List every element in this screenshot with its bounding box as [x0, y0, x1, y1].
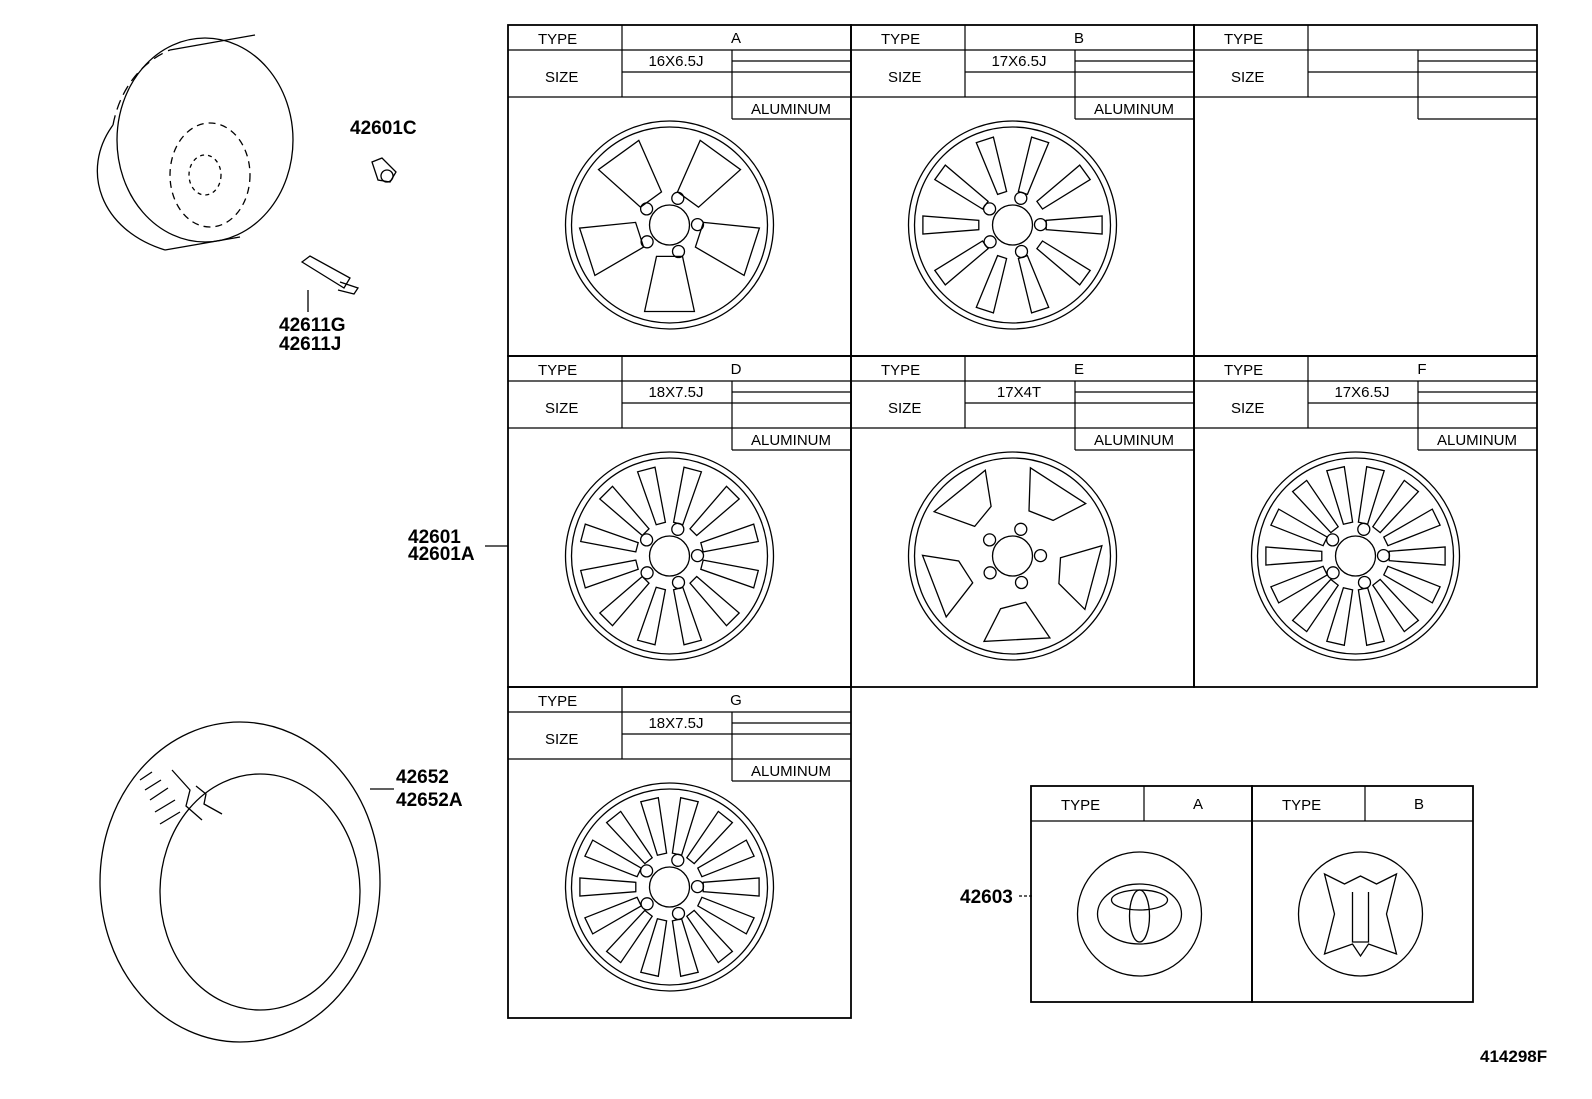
wheel-material-value: ALUMINUM	[1437, 432, 1517, 449]
type-label: TYPE	[1224, 31, 1263, 48]
wheel-cell-g: TYPE SIZE G 18X7.5J ALUMINUM	[507, 686, 852, 1019]
wheel-type-value: G	[730, 692, 742, 709]
type-label: TYPE	[881, 362, 920, 379]
wheel-type-value: E	[1074, 361, 1084, 378]
type-label: TYPE	[538, 693, 577, 710]
wheel-drawing-a	[564, 120, 775, 330]
size-label: SIZE	[545, 69, 578, 86]
size-label: SIZE	[1231, 400, 1264, 417]
size-label: SIZE	[545, 400, 578, 417]
valve-cap-drawing	[371, 157, 397, 183]
wheel-cell-e: TYPE SIZE E 17X4T ALUMINUM	[850, 355, 1195, 688]
wheel-type-value: D	[731, 361, 742, 378]
wheel-drawing-d	[564, 451, 775, 661]
wheel-type-grid: TYPE SIZE A 16X6.5J ALUMINUM TYPE SIZE B 17X6.5J…	[507, 24, 1538, 1019]
wheel-cell-a: TYPE SIZE A 16X6.5J ALUMINUM	[507, 24, 852, 357]
wheel-size-value: 17X6.5J	[991, 53, 1046, 70]
part-number-tire-1: 42652	[396, 767, 449, 788]
wheel-cell-d: TYPE SIZE D 18X7.5J ALUMINUM	[507, 355, 852, 688]
wheel-material-value: ALUMINUM	[751, 101, 831, 118]
wheel-material-value: ALUMINUM	[751, 432, 831, 449]
ornament-type-grid: TYPE A TYPE B	[1030, 785, 1474, 1003]
wheel-type-value: A	[731, 30, 741, 47]
ornament-type-value: A	[1193, 796, 1203, 813]
size-label: SIZE	[545, 731, 578, 748]
wheel-drawing-f	[1250, 451, 1461, 661]
wheel-type-value: B	[1074, 30, 1084, 47]
diagram-id: 414298F	[1480, 1047, 1547, 1066]
size-label: SIZE	[888, 400, 921, 417]
wheel-size-value: 18X7.5J	[648, 384, 703, 401]
wheel-cell-b: TYPE SIZE B 17X6.5J ALUMINUM	[850, 24, 1195, 357]
wheel-type-value: F	[1417, 361, 1426, 378]
type-label: TYPE	[1061, 797, 1100, 814]
size-label: SIZE	[1231, 69, 1264, 86]
wheel-drawing-g	[564, 782, 775, 992]
part-number-valve-2: 42611J	[279, 334, 341, 355]
wheel-size-value: 18X7.5J	[648, 715, 703, 732]
type-label: TYPE	[1224, 362, 1263, 379]
type-label: TYPE	[538, 31, 577, 48]
part-number-ornament: 42603	[960, 887, 1013, 908]
part-number-tire-2: 42652A	[396, 790, 463, 811]
part-number-valve-1: 42611G	[279, 315, 346, 336]
valve-drawing	[300, 255, 360, 312]
spare-wheel-drawing	[96, 34, 294, 251]
wheel-drawing-e	[907, 451, 1118, 661]
tire-drawing	[99, 721, 381, 1043]
wheel-material-value: ALUMINUM	[1094, 101, 1174, 118]
wheel-material-value: ALUMINUM	[751, 763, 831, 780]
wheel-size-value: 17X4T	[997, 384, 1041, 401]
type-label: TYPE	[538, 362, 577, 379]
ornament-emblem-b	[1297, 851, 1424, 977]
wheel-cell-f: TYPE SIZE F 17X6.5J ALUMINUM	[1193, 355, 1538, 688]
wheel-cell-blank: TYPE SIZE	[1193, 24, 1538, 357]
part-number-wheel-1: 42601	[408, 527, 461, 548]
part-number-valve-cap: 42601C	[350, 118, 417, 139]
wheel-size-value: 17X6.5J	[1334, 384, 1389, 401]
part-number-wheel-2: 42601A	[408, 544, 475, 565]
wheel-material-value: ALUMINUM	[1094, 432, 1174, 449]
ornament-emblem-a	[1076, 851, 1203, 977]
ornament-cell-b: TYPE B	[1251, 785, 1474, 1003]
ornament-type-value: B	[1414, 796, 1424, 813]
ornament-cell-a: TYPE A	[1030, 785, 1253, 1003]
wheel-size-value: 16X6.5J	[648, 53, 703, 70]
type-label: TYPE	[1282, 797, 1321, 814]
size-label: SIZE	[888, 69, 921, 86]
type-label: TYPE	[881, 31, 920, 48]
wheel-drawing-b	[907, 120, 1118, 330]
